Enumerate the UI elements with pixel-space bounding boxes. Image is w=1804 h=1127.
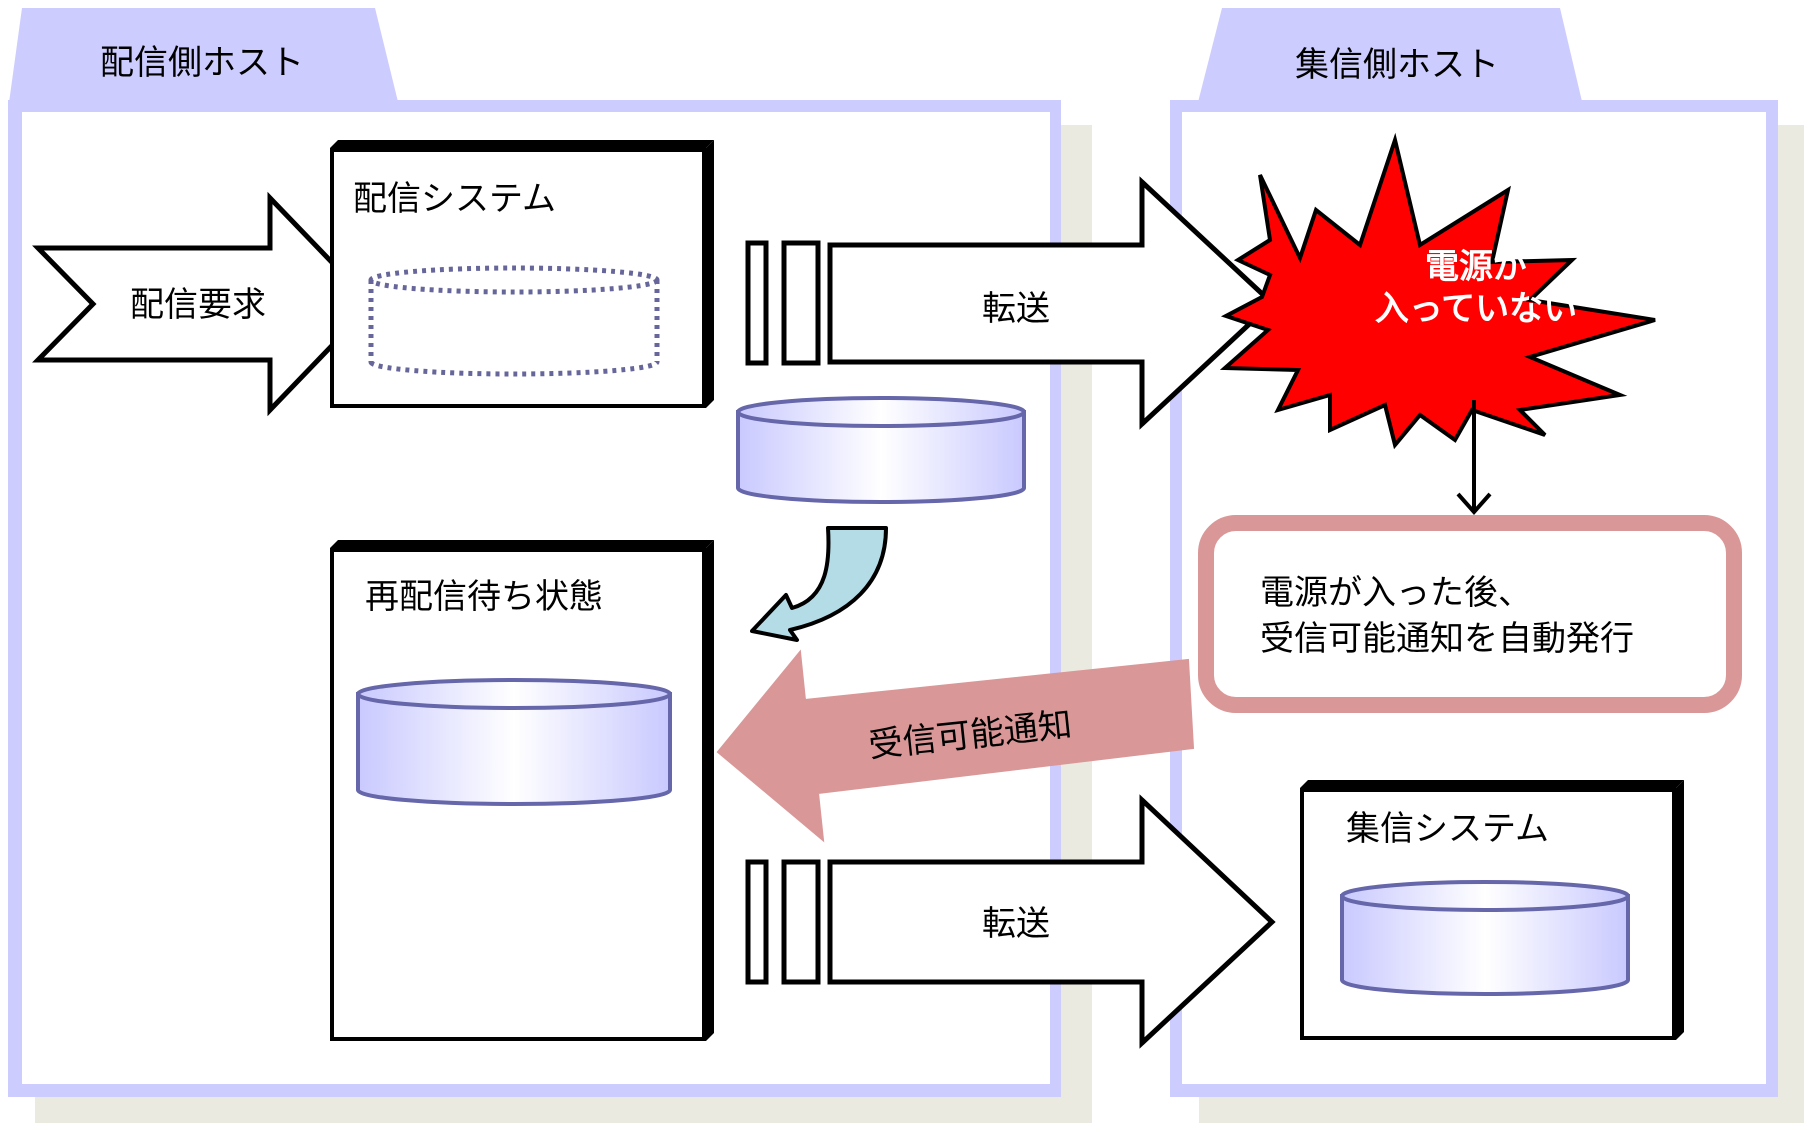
receiver-tab: [1196, 8, 1584, 110]
alert-down-arrow: [1456, 400, 1492, 516]
redelivery-wait-title: 再配信待ち状態: [365, 577, 603, 617]
curved-return-arrow: [750, 526, 888, 642]
power-alert-starburst: 電源が 入っていない: [1219, 132, 1656, 450]
collection-system-box: 集信システム: [1300, 780, 1684, 1040]
receiver-host-title: 集信側ホスト: [1295, 45, 1499, 85]
collection-database-icon: [1340, 880, 1630, 996]
sender-tab: [8, 8, 400, 110]
auto-notice-line1: 電源が入った後、: [1260, 573, 1532, 613]
redelivery-database-icon: [356, 678, 672, 806]
auto-notice-line2: 受信可能通知を自動発行: [1260, 619, 1634, 659]
transfer-bottom-label: 転送: [982, 904, 1050, 944]
receivable-notification-arrow: 受信可能通知: [716, 649, 1195, 843]
delivery-request-arrow: 配信要求: [32, 191, 376, 417]
empty-database-dotted: [368, 265, 660, 377]
power-alert-line1: 電源が: [1425, 247, 1527, 287]
transfer-top-label: 転送: [982, 289, 1050, 329]
transfer-arrow-top: 転送: [745, 176, 1276, 430]
collection-system-title: 集信システム: [1346, 809, 1549, 849]
transfer-arrow-bottom: 転送: [745, 794, 1276, 1049]
sender-host-title: 配信側ホスト: [100, 43, 304, 83]
transit-database-icon: [736, 396, 1026, 504]
power-alert-line2: 入っていない: [1375, 289, 1577, 329]
delivery-system-box: 配信システム: [330, 140, 714, 408]
delivery-request-label: 配信要求: [130, 285, 266, 325]
delivery-system-title: 配信システム: [353, 179, 556, 219]
redelivery-wait-box: 再配信待ち状態: [330, 540, 714, 1041]
auto-notice-box: 電源が入った後、 受信可能通知を自動発行: [1198, 515, 1742, 713]
